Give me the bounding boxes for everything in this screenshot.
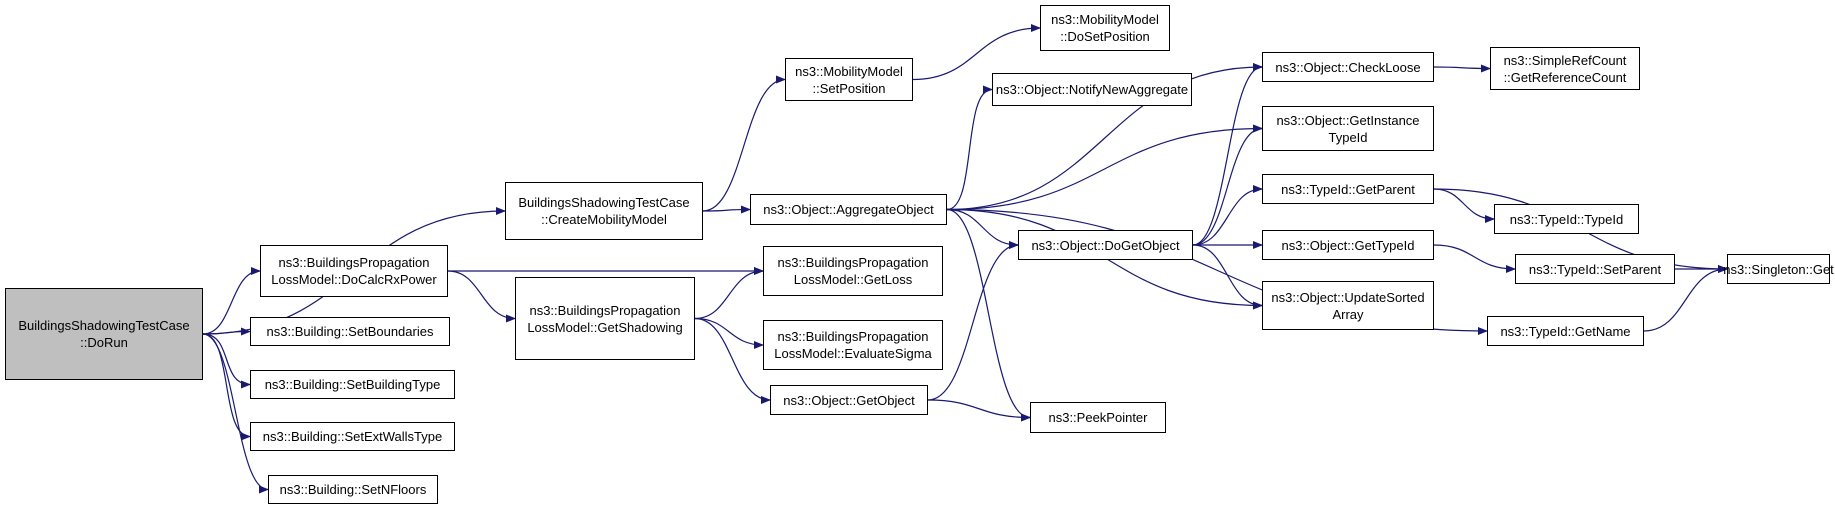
node-setParent[interactable]: ns3::TypeId::SetParent [1515, 254, 1675, 284]
edge-getShadowing-to-evalSigma [694, 317, 764, 349]
node-label: ns3::Object::GetInstance [1276, 112, 1420, 128]
edge-root-to-setBuildingType [202, 333, 251, 389]
node-label: TypeId [1328, 129, 1368, 145]
node-label: BuildingsShadowingTestCase [518, 195, 690, 210]
edge-aggregate-to-notifyNew [946, 85, 993, 211]
node-label: ns3::BuildingsPropagation [777, 255, 929, 270]
node-label: ns3::Building::SetBuildingType [264, 377, 441, 392]
node-setBuildingType[interactable]: ns3::Building::SetBuildingType [250, 370, 455, 399]
node-getName[interactable]: ns3::TypeId::GetName [1487, 316, 1644, 346]
node-label: ::DoSetPosition [1060, 29, 1150, 44]
node-label: ::SetPosition [812, 80, 886, 96]
node-label: ns3::Object::NotifyNewAggregate [995, 82, 1189, 97]
node-label: ns3::BuildingsPropagation [278, 255, 430, 270]
edge-getName-to-singletonGet [1643, 265, 1728, 332]
edge-createMobility-to-setPosition [702, 75, 786, 212]
node-label: ns3::MobilityModel [795, 63, 903, 79]
node-label: Array [1332, 306, 1364, 322]
node-aggregate[interactable]: ns3::Object::AggregateObject [750, 194, 947, 225]
node-label: ns3::Object::GetObject [783, 392, 915, 408]
edge-root-to-doCalcRx [202, 267, 261, 335]
node-label: ns3::Building::SetNFloors [279, 482, 427, 497]
edge-getObject-to-doGetObject [927, 241, 1019, 401]
edge-root-to-setExtWalls [202, 333, 251, 441]
node-singletonGet[interactable]: ns3::Singleton::Get [1723, 254, 1834, 284]
node-label: ns3::TypeId::TypeId [1509, 211, 1624, 227]
node-label: ns3::Object::GetTypeId [1281, 237, 1415, 253]
node-label: ns3::Building::SetExtWallsType [262, 429, 443, 444]
node-label: ns3::Building::SetBoundaries [266, 324, 434, 339]
node-setNFloors[interactable]: ns3::Building::SetNFloors [268, 475, 438, 504]
node-setPosition[interactable]: ns3::MobilityModel::SetPosition [785, 58, 913, 101]
node-checkLoose[interactable]: ns3::Object::CheckLoose [1262, 52, 1434, 82]
edge-getObject-to-peekPointer [927, 399, 1031, 422]
edge-getShadowing-to-getLoss [694, 267, 764, 320]
node-peekPointer[interactable]: ns3::PeekPointer [1030, 402, 1166, 433]
edge-doCalcRx-to-getShadowing [447, 270, 516, 323]
node-notifyNew[interactable]: ns3::Object::NotifyNewAggregate [992, 73, 1192, 106]
node-label: LossModel::GetLoss [793, 272, 913, 287]
node-label: ns3::Object::CheckLoose [1275, 59, 1421, 75]
node-doSetPosition[interactable]: ns3::MobilityModel::DoSetPosition [1040, 5, 1170, 51]
node-label: ns3::BuildingsPropagation [777, 329, 929, 344]
edge-getShadowing-to-getObject [694, 317, 771, 404]
edge-getParent-to-typeIdCtor [1433, 188, 1495, 223]
node-label: ns3::Object::UpdateSorted [1271, 289, 1425, 305]
edge-doGetObject-to-checkLoose [1192, 63, 1263, 246]
node-getParent[interactable]: ns3::TypeId::GetParent [1262, 174, 1434, 204]
node-label: ::CreateMobilityModel [541, 212, 667, 227]
edge-checkLoose-to-getRefCount [1433, 64, 1491, 73]
edge-aggregate-to-doGetObject [946, 208, 1019, 249]
node-label: ns3::TypeId::SetParent [1528, 261, 1662, 277]
node-doGetObject[interactable]: ns3::Object::DoGetObject [1018, 230, 1193, 260]
edge-getTypeId-to-setParent [1433, 244, 1516, 273]
node-label: ::DoRun [80, 335, 128, 350]
node-typeIdCtor[interactable]: ns3::TypeId::TypeId [1494, 204, 1639, 234]
node-label: ::GetReferenceCount [1503, 69, 1627, 85]
node-setBoundaries[interactable]: ns3::Building::SetBoundaries [250, 317, 450, 346]
node-label: ns3::TypeId::GetParent [1281, 181, 1415, 197]
node-getTypeId[interactable]: ns3::Object::GetTypeId [1262, 230, 1434, 260]
node-label: LossModel::DoCalcRxPower [271, 272, 437, 287]
node-label: ns3::MobilityModel [1051, 12, 1159, 27]
edge-aggregate-to-peekPointer [946, 208, 1031, 422]
node-setExtWalls[interactable]: ns3::Building::SetExtWallsType [250, 422, 455, 451]
node-label: ns3::Object::DoGetObject [1031, 237, 1180, 253]
node-label: LossModel::EvaluateSigma [774, 346, 932, 361]
node-label: ns3::TypeId::GetName [1500, 323, 1631, 339]
node-getRefCount[interactable]: ns3::SimpleRefCount::GetReferenceCount [1490, 47, 1640, 90]
node-label: ns3::PeekPointer [1048, 410, 1148, 425]
node-label: ns3::Singleton::Get [1723, 261, 1834, 277]
edge-doGetObject-to-updateSorted [1192, 244, 1263, 310]
node-label: BuildingsShadowingTestCase [18, 318, 190, 333]
node-getObject[interactable]: ns3::Object::GetObject [770, 385, 928, 415]
edge-setPosition-to-doSetPosition [912, 24, 1041, 81]
edge-aggregate-to-checkLoose [946, 63, 1263, 211]
node-label: ns3::BuildingsPropagation [529, 302, 681, 318]
edge-createMobility-to-aggregate [702, 205, 751, 214]
edge-root-to-setNFloors [202, 333, 269, 494]
edge-doGetObject-to-getInstance [1192, 124, 1263, 246]
edge-doGetObject-to-getParent [1192, 185, 1263, 246]
node-root: BuildingsShadowingTestCase::DoRun [5, 288, 203, 380]
node-label: ns3::Object::AggregateObject [763, 202, 934, 217]
node-label: ns3::SimpleRefCount [1503, 52, 1627, 68]
edge-aggregate-to-getInstance [946, 124, 1263, 211]
node-label: LossModel::GetShadowing [527, 319, 683, 335]
node-createMobility[interactable]: BuildingsShadowingTestCase::CreateMobili… [505, 182, 703, 240]
edge-root-to-setBoundaries [202, 327, 251, 336]
